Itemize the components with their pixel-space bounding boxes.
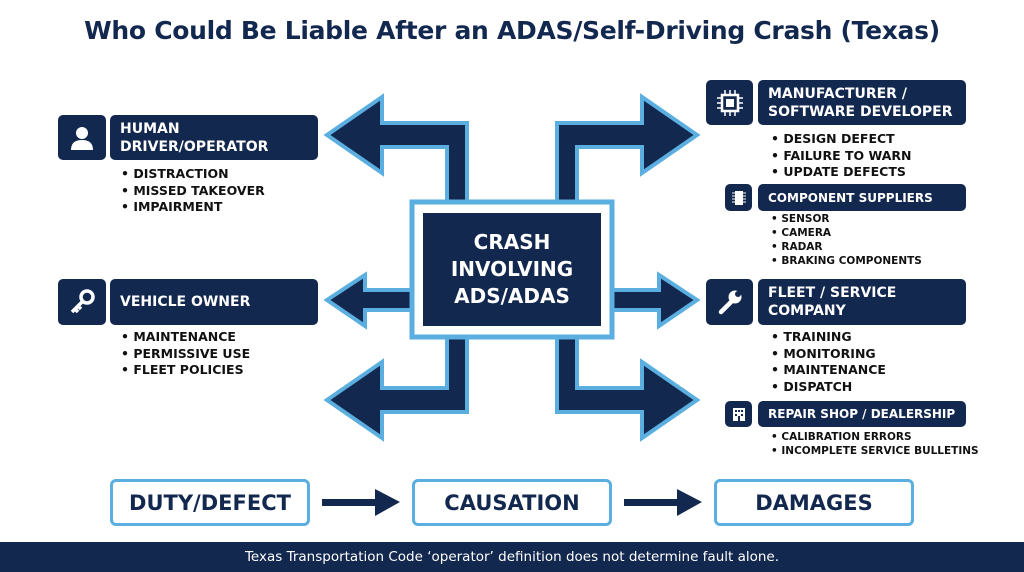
- step-arrow-2-head: [677, 489, 702, 516]
- step-duty-defect: DUTY/DEFECT: [110, 479, 310, 526]
- list-item: DESIGN DEFECT: [771, 131, 911, 148]
- fleet-service-list: TRAINING MONITORING MAINTENANCE DISPATCH: [771, 329, 886, 395]
- label-line: SOFTWARE DEVELOPER: [768, 103, 953, 120]
- component-suppliers-label: COMPONENT SUPPLIERS: [758, 184, 966, 211]
- label-line: DRIVER/OPERATOR: [120, 138, 269, 155]
- list-item: CALIBRATION ERRORS: [771, 430, 979, 444]
- label-line: REPAIR SHOP / DEALERSHIP: [768, 407, 956, 421]
- page-title: Who Could Be Liable After an ADAS/Self-D…: [84, 16, 940, 45]
- list-item: SENSOR: [771, 212, 922, 226]
- label-line: COMPANY: [768, 303, 846, 319]
- chip-icon: [706, 80, 753, 125]
- center-line: INVOLVING: [450, 257, 574, 281]
- arrow-top-right: [555, 93, 701, 204]
- step-arrow-1: [322, 499, 377, 506]
- list-item: MAINTENANCE: [771, 362, 886, 379]
- step-arrow-1-head: [375, 489, 400, 516]
- step-arrows: [322, 489, 702, 516]
- label-line: COMPONENT SUPPLIERS: [768, 190, 933, 205]
- building-icon: [725, 401, 752, 427]
- component-suppliers-list: SENSOR CAMERA RADAR BRAKING COMPONENTS: [771, 212, 922, 268]
- arrow-top-left: [323, 93, 469, 204]
- list-item: DISTRACTION: [121, 166, 265, 183]
- list-item: DISPATCH: [771, 379, 886, 396]
- step-causation: CAUSATION: [412, 479, 612, 526]
- list-item: UPDATE DEFECTS: [771, 164, 911, 181]
- list-item: MONITORING: [771, 346, 886, 363]
- vehicle-owner-label: VEHICLE OWNER: [110, 279, 318, 325]
- repair-shop-list: CALIBRATION ERRORS INCOMPLETE SERVICE BU…: [771, 430, 979, 458]
- human-driver-label: HUMAN DRIVER/OPERATOR: [110, 115, 318, 160]
- arrow-bottom-right: [555, 335, 701, 442]
- list-item: IMPAIRMENT: [121, 199, 265, 216]
- list-item: INCOMPLETE SERVICE BULLETINS: [771, 444, 978, 458]
- label-line: FLEET / SERVICE: [768, 285, 897, 301]
- label-line: HUMAN: [120, 120, 180, 137]
- manufacturer-label: MANUFACTURER / SOFTWARE DEVELOPER: [758, 80, 966, 125]
- component-icon: [725, 184, 752, 211]
- list-item: TRAINING: [771, 329, 886, 346]
- list-item: FLEET POLICIES: [121, 362, 250, 379]
- arrow-middle-right: [610, 271, 701, 330]
- center-crash-box: CRASH INVOLVING ADS/ADAS: [423, 213, 601, 326]
- label-line: MANUFACTURER /: [768, 85, 907, 102]
- list-item: PERMISSIVE USE: [121, 346, 250, 363]
- center-line: CRASH: [473, 230, 551, 254]
- repair-shop-label: REPAIR SHOP / DEALERSHIP: [758, 401, 966, 427]
- list-item: MISSED TAKEOVER: [121, 183, 264, 200]
- list-item: FAILURE TO WARN: [771, 148, 911, 165]
- key-icon: [58, 279, 106, 325]
- arrow-middle-left: [323, 271, 414, 330]
- center-line: ADS/ADAS: [454, 284, 570, 308]
- list-item: RADAR: [771, 240, 922, 254]
- vehicle-owner-list: MAINTENANCE PERMISSIVE USE FLEET POLICIE…: [121, 329, 250, 379]
- wrench-icon: [706, 279, 753, 325]
- list-item: CAMERA: [771, 226, 922, 240]
- label-line: VEHICLE OWNER: [120, 294, 251, 310]
- human-driver-list: DISTRACTION MISSED TAKEOVER IMPAIRMENT: [121, 166, 265, 216]
- step-damages: DAMAGES: [714, 479, 914, 526]
- step-arrow-2: [624, 499, 679, 506]
- arrow-bottom-left: [323, 335, 469, 442]
- fleet-service-label: FLEET / SERVICE COMPANY: [758, 279, 966, 325]
- list-item: BRAKING COMPONENTS: [771, 254, 922, 268]
- list-item: MAINTENANCE: [121, 329, 250, 346]
- manufacturer-list: DESIGN DEFECT FAILURE TO WARN UPDATE DEF…: [771, 131, 911, 181]
- footer-note: Texas Transportation Code ‘operator’ def…: [0, 542, 1024, 572]
- person-icon: [58, 115, 106, 160]
